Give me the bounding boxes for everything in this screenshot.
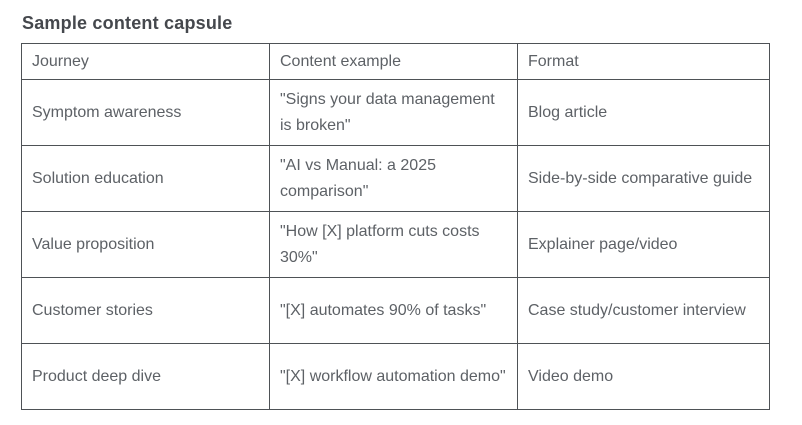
table-row-symptom-awareness: Symptom awareness "Signs your data manag… xyxy=(21,79,770,146)
cell-format: Case study/customer interview xyxy=(517,277,770,344)
cell-format: Blog article xyxy=(517,79,770,146)
content-capsule-page: Sample content capsule Journey Content e… xyxy=(21,13,770,410)
table-row-product-deep-dive: Product deep dive "[X] workflow automati… xyxy=(21,343,770,410)
table-row-value-proposition: Value proposition "How [X] platform cuts… xyxy=(21,211,770,278)
cell-journey: Customer stories xyxy=(21,277,270,344)
header-cell-journey: Journey xyxy=(21,43,270,80)
cell-content-example: "Signs your data management is broken" xyxy=(269,79,518,146)
page-title: Sample content capsule xyxy=(22,13,233,33)
cell-journey: Symptom awareness xyxy=(21,79,270,146)
header-cell-format: Format xyxy=(517,43,770,80)
cell-format: Side-by-side comparative guide xyxy=(517,145,770,212)
header-cell-content-example: Content example xyxy=(269,43,518,80)
cell-content-example: "AI vs Manual: a 2025 comparison" xyxy=(269,145,518,212)
cell-format: Explainer page/video xyxy=(517,211,770,278)
table-row-customer-stories: Customer stories "[X] automates 90% of t… xyxy=(21,277,770,344)
cell-content-example: "How [X] platform cuts costs 30%" xyxy=(269,211,518,278)
cell-journey: Value proposition xyxy=(21,211,270,278)
cell-journey: Product deep dive xyxy=(21,343,270,410)
table-row-solution-education: Solution education "AI vs Manual: a 2025… xyxy=(21,145,770,212)
cell-content-example: "[X] workflow automation demo" xyxy=(269,343,518,410)
header-row: Journey Content example Format xyxy=(21,43,770,80)
cell-content-example: "[X] automates 90% of tasks" xyxy=(269,277,518,344)
cell-format: Video demo xyxy=(517,343,770,410)
content-capsule-table: Journey Content example Format Symptom a… xyxy=(21,43,770,410)
cell-journey: Solution education xyxy=(21,145,270,212)
